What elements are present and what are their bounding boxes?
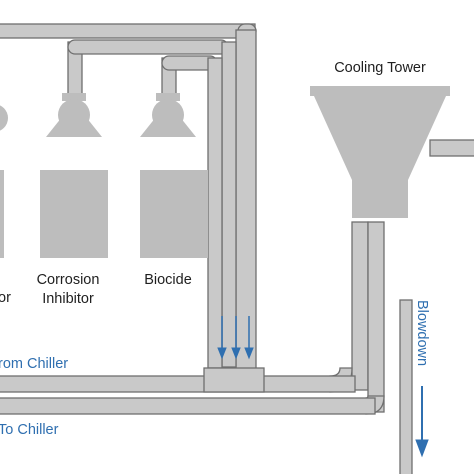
corrosion-inhibitor-feed-pipe: [67, 39, 237, 368]
biocide-pump: [140, 93, 196, 137]
chemical-feed-header-pipe: [0, 23, 257, 371]
biocide-label: Biocide: [144, 272, 192, 288]
from-chiller-pipe: [0, 375, 356, 393]
partial-chemical-label: or: [0, 290, 11, 306]
to-chiller-label: To Chiller: [0, 422, 59, 438]
corrosion-inhibitor-label-line1: Corrosion: [37, 272, 100, 288]
biocide-feed-pipe: [161, 55, 223, 369]
chemical-injection-arrows: [217, 316, 254, 360]
blowdown-pipe: [399, 299, 429, 474]
injection-manifold: [203, 367, 265, 393]
to-chiller-pipe: [0, 397, 376, 415]
cooling-tower-label: Cooling Tower: [334, 60, 426, 76]
from-chiller-label: rom Chiller: [0, 356, 68, 372]
corrosion-inhibitor-label-line2: Inhibitor: [42, 291, 94, 307]
cooling-tower: [310, 86, 474, 218]
biocide-tank: [140, 170, 208, 258]
blowdown-label: Blowdown: [414, 300, 430, 366]
chemical-tank-partial: [0, 105, 8, 258]
corrosion-inhibitor-pump: [46, 93, 102, 137]
corrosion-inhibitor-tank: [40, 170, 108, 258]
